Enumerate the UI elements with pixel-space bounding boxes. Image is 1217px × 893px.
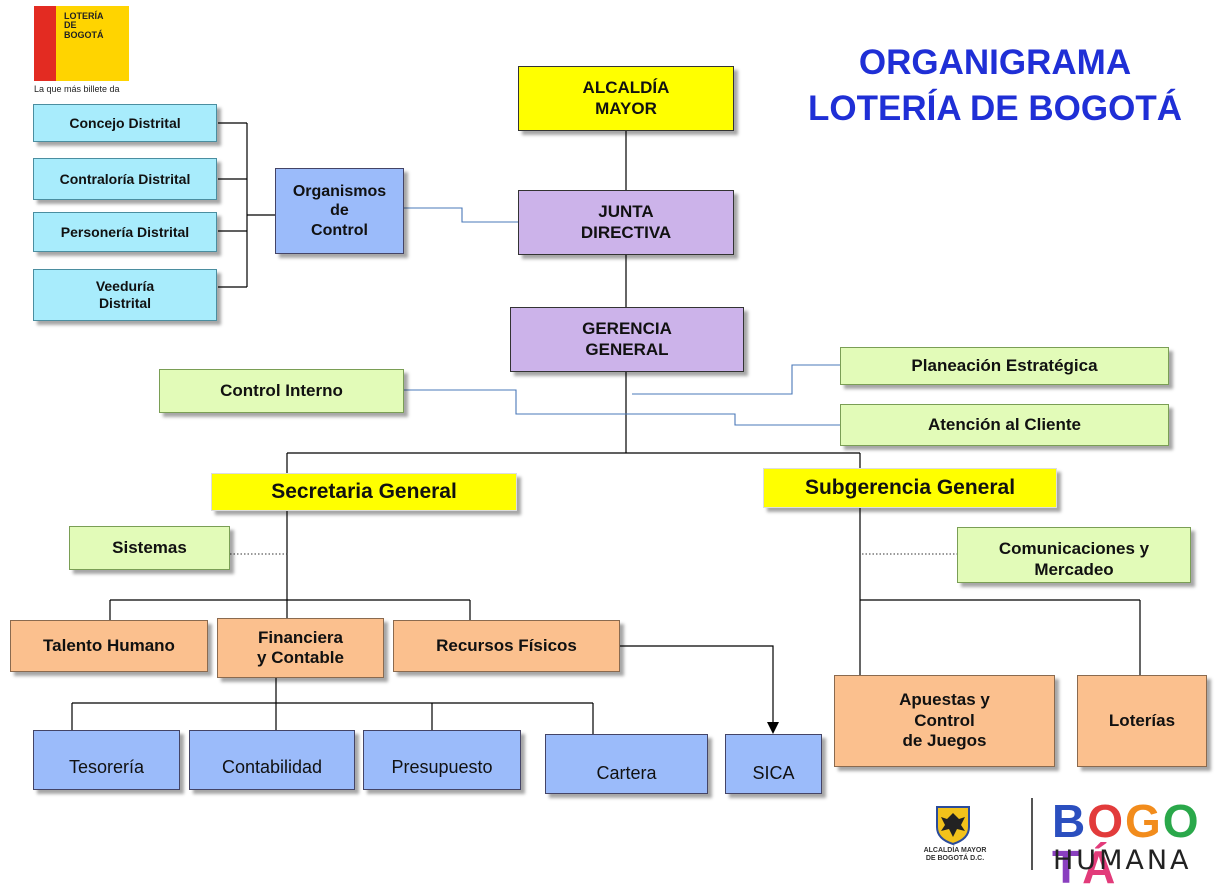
node-label: Subgerencia General <box>804 476 1016 500</box>
node-cartera: Cartera <box>545 734 708 794</box>
node-label: Talento Humano <box>43 635 175 655</box>
logo-line-3: BOGOTÁ <box>64 29 104 40</box>
node-veeduria-distrital: Veeduría Distrital <box>33 269 217 321</box>
coat-of-arms-icon <box>936 806 970 845</box>
bogota-letter: G <box>1125 795 1163 847</box>
node-recursos-fisicos: Recursos Físicos <box>393 620 620 672</box>
node-label: Loterías <box>1108 710 1176 730</box>
bogota-letter: B <box>1052 795 1088 847</box>
node-contabilidad: Contabilidad <box>189 730 355 790</box>
node-label: Recursos Físicos <box>436 635 577 655</box>
node-alcaldia-mayor: ALCALDÍA MAYOR <box>518 66 734 131</box>
node-talento-humano: Talento Humano <box>10 620 208 672</box>
title-line-1: ORGANIGRAMA <box>858 43 1132 82</box>
node-concejo-distrital: Concejo Distrital <box>33 104 217 142</box>
node-subgerencia-general: Subgerencia General <box>763 468 1057 508</box>
node-presupuesto: Presupuesto <box>363 730 521 790</box>
node-sica: SICA <box>725 734 822 794</box>
title-line-2: LOTERÍA DE BOGOTÁ <box>808 88 1182 128</box>
node-label: Contabilidad <box>221 757 323 778</box>
node-label: Planeación Estratégica <box>911 355 1098 375</box>
node-gerencia-general: GERENCIA GENERAL <box>510 307 744 372</box>
node-label: Concejo Distrital <box>69 114 181 131</box>
humana-text: HUMANA <box>1053 845 1192 876</box>
node-organismos-de-control: Organismos de Control <box>275 168 404 254</box>
node-label: ALCALDÍA MAYOR <box>582 78 670 118</box>
node-label: JUNTA DIRECTIVA <box>580 202 672 242</box>
alcaldia-label: ALCALDÍA MAYOR DE BOGOTÁ D.C. <box>923 847 987 862</box>
node-control-interno: Control Interno <box>159 369 404 413</box>
node-label: GERENCIA GENERAL <box>582 319 672 359</box>
node-label: Tesorería <box>68 757 145 778</box>
node-personeria-distrital: Personería Distrital <box>33 212 217 252</box>
alcaldia-mayor-logo-text: ALCALDÍA MAYOR DE BOGOTÁ D.C. <box>905 847 1005 862</box>
node-financiera-contable: Financiera y Contable <box>217 618 384 678</box>
node-label: Personería Distrital <box>60 223 190 240</box>
node-label: Cartera <box>596 763 657 784</box>
loteria-logo: LOTERÍA DE BOGOTÁ <box>34 6 129 81</box>
node-label: Control Interno <box>220 380 343 400</box>
footer-divider <box>1031 798 1033 870</box>
logo-slogan: La que más billete da <box>34 84 120 94</box>
logo-line-2: DE <box>64 20 77 31</box>
page-title: ORGANIGRAMA LOTERÍA DE BOGOTÁ <box>780 40 1210 131</box>
node-label: Secretaria General <box>271 480 457 504</box>
node-label: Veeduría Distrital <box>95 278 155 311</box>
node-comunicaciones-mercadeo: Comunicaciones y Mercadeo <box>957 527 1191 583</box>
node-junta-directiva: JUNTA DIRECTIVA <box>518 190 734 255</box>
node-apuestas-control-juegos: Apuestas y Control de Juegos <box>834 675 1055 767</box>
node-contraloria-distrital: Contraloría Distrital <box>33 158 217 200</box>
node-planeacion-estrategica: Planeación Estratégica <box>840 347 1169 385</box>
node-label: SICA <box>752 763 795 784</box>
bogota-humana-logo: BOGOTÁ <box>1052 798 1217 890</box>
node-label: Atención al Cliente <box>927 414 1082 434</box>
bogota-letter: Á <box>1082 841 1118 893</box>
node-label: Apuestas y Control de Juegos <box>899 690 990 751</box>
node-label: Contraloría Distrital <box>59 170 191 187</box>
node-label: Sistemas <box>112 537 187 557</box>
node-tesoreria: Tesorería <box>33 730 180 790</box>
node-label: Organismos de Control <box>292 183 387 239</box>
bogota-letter: O <box>1162 795 1201 847</box>
node-loterias: Loterías <box>1077 675 1207 767</box>
node-label: Financiera y Contable <box>257 627 344 667</box>
node-atencion-al-cliente: Atención al Cliente <box>840 404 1169 446</box>
bogota-letter: T <box>1052 841 1083 893</box>
node-secretaria-general: Secretaria General <box>211 473 517 511</box>
node-label: Comunicaciones y Mercadeo <box>998 539 1150 579</box>
node-sistemas: Sistemas <box>69 526 230 570</box>
node-label: Presupuesto <box>391 757 493 778</box>
logo-line-1: LOTERÍA <box>64 11 104 21</box>
bogota-letter: O <box>1087 795 1126 847</box>
